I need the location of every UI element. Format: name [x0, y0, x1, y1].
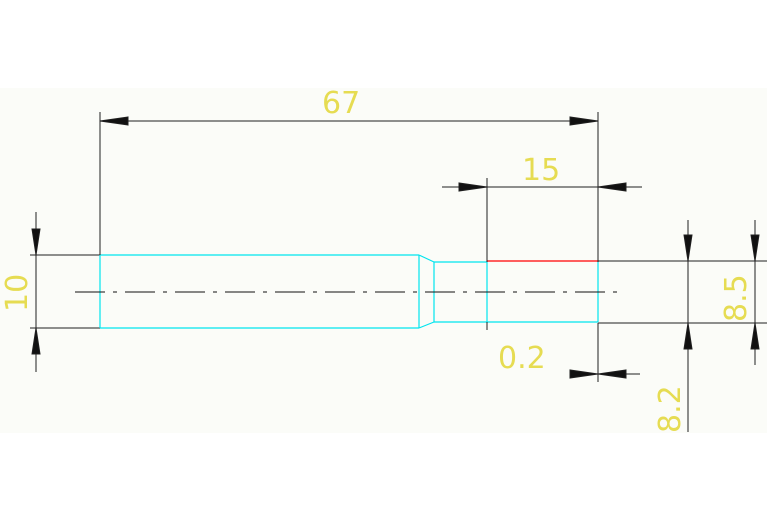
dim-right-section-length: 15 [522, 153, 560, 188]
dim-right-diameter: 8.5 [719, 274, 754, 322]
dimension-lines [31, 116, 760, 379]
dim-overall-length: 67 [322, 86, 360, 121]
dim-step-diameter: 8.2 [653, 385, 688, 433]
dim-step-offset: 0.2 [498, 341, 546, 376]
dim-left-diameter: 10 [0, 274, 35, 312]
